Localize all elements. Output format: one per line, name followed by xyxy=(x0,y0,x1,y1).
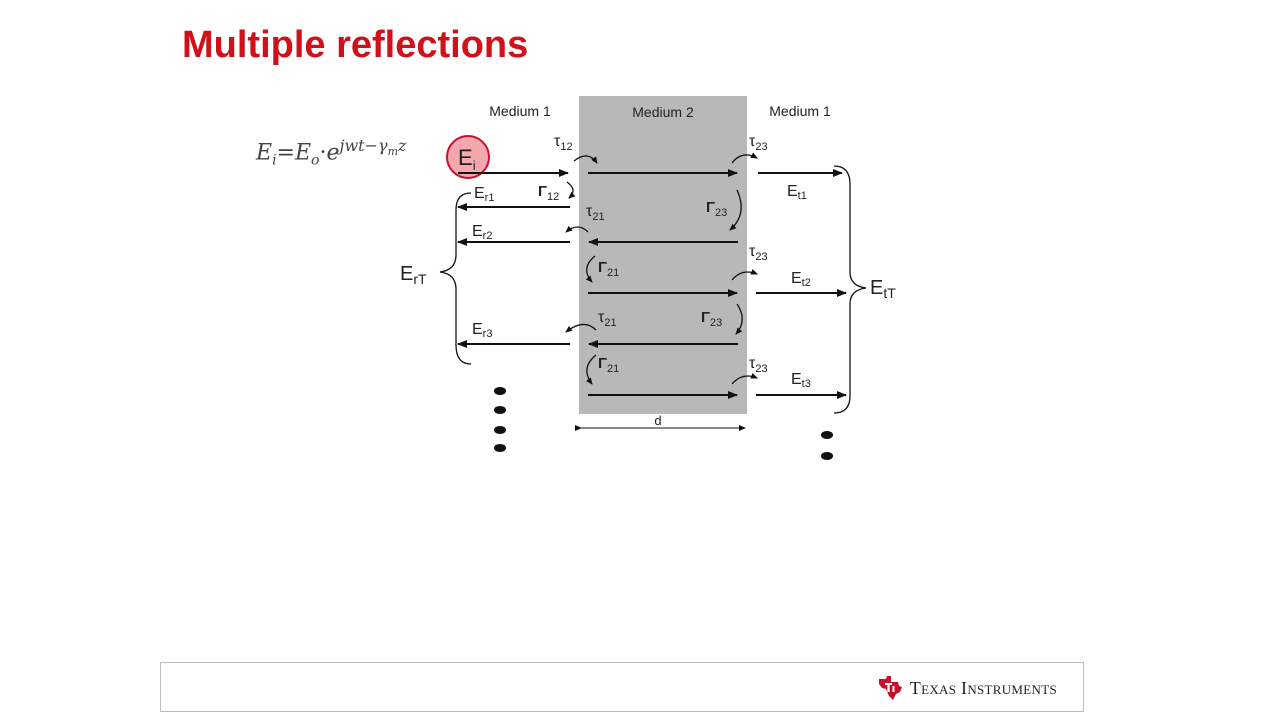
coef-gamma23-1: Γ23 xyxy=(706,199,727,219)
eq-exp-sub: m xyxy=(387,145,399,159)
eq-base: e xyxy=(326,140,340,166)
coef-gamma12: Γ12 xyxy=(538,183,559,203)
coef-tau23-2: τ23 xyxy=(749,243,768,263)
label-medium-right: Medium 1 xyxy=(769,103,831,119)
eq-amp-sub: o xyxy=(311,152,320,169)
eq-lhs: E xyxy=(256,140,273,166)
eq-equals: = xyxy=(276,140,295,166)
label-er3: Er3 xyxy=(472,321,492,340)
medium-2-slab xyxy=(579,96,747,414)
slide-title: Multiple reflections xyxy=(182,24,529,66)
coef-gamma23-2: Γ23 xyxy=(701,309,722,329)
coef-tau21-2: τ21 xyxy=(598,309,617,329)
label-er2: Er2 xyxy=(472,223,492,242)
coef-tau23-1: τ23 xyxy=(749,133,768,153)
coef-tau12: τ12 xyxy=(554,133,573,153)
curve-tau23-2 xyxy=(731,268,758,281)
slide-footer: Texas Instruments xyxy=(160,662,1084,712)
eq-exp: jwt−γ xyxy=(339,136,388,155)
curve-tau21-2 xyxy=(565,323,597,333)
brace-reflected xyxy=(439,192,472,365)
curve-tau12 xyxy=(573,155,598,164)
coef-gamma21-1: Γ21 xyxy=(598,259,619,279)
eq-exp-tail: z xyxy=(398,136,407,155)
label-medium-mid: Medium 2 xyxy=(632,104,694,120)
label-ert: ErT xyxy=(400,263,427,287)
label-er1: Er1 xyxy=(474,185,494,204)
curve-gamma23-2 xyxy=(735,303,743,335)
incident-field-equation: Ei=Eo·ejwt−γmz xyxy=(256,136,406,169)
label-et3: Et3 xyxy=(791,371,811,390)
label-et2: Et2 xyxy=(791,270,811,289)
continuation-dots-left xyxy=(494,387,506,452)
ti-logo: Texas Instruments xyxy=(876,675,1057,701)
label-ett: EtT xyxy=(870,277,896,301)
ti-brand-text: Texas Instruments xyxy=(909,677,1057,698)
curve-gamma23-1 xyxy=(729,189,742,231)
coef-gamma21-2: Γ21 xyxy=(598,355,619,375)
curve-tau23-1 xyxy=(731,152,758,164)
label-et1: Et1 xyxy=(787,183,807,202)
eq-dot: · xyxy=(319,140,327,166)
ti-state-icon xyxy=(878,676,902,700)
label-medium-left: Medium 1 xyxy=(489,103,551,119)
thickness-label: d xyxy=(654,413,661,428)
eq-lhs-sub: i xyxy=(272,152,277,169)
curve-gamma21-1 xyxy=(585,255,596,283)
eq-amp: E xyxy=(294,140,312,166)
coef-tau21-1: τ21 xyxy=(586,203,605,223)
curve-gamma12 xyxy=(566,181,576,199)
continuation-dots-right xyxy=(821,431,833,460)
brace-transmitted xyxy=(833,165,867,414)
incident-label: Ei xyxy=(458,145,476,173)
incident-highlight-circle xyxy=(446,135,490,179)
curve-tau23-3 xyxy=(731,372,758,385)
coef-tau23-3: τ23 xyxy=(749,355,768,375)
curve-tau21-1 xyxy=(565,225,589,233)
curve-gamma21-2 xyxy=(586,354,597,385)
